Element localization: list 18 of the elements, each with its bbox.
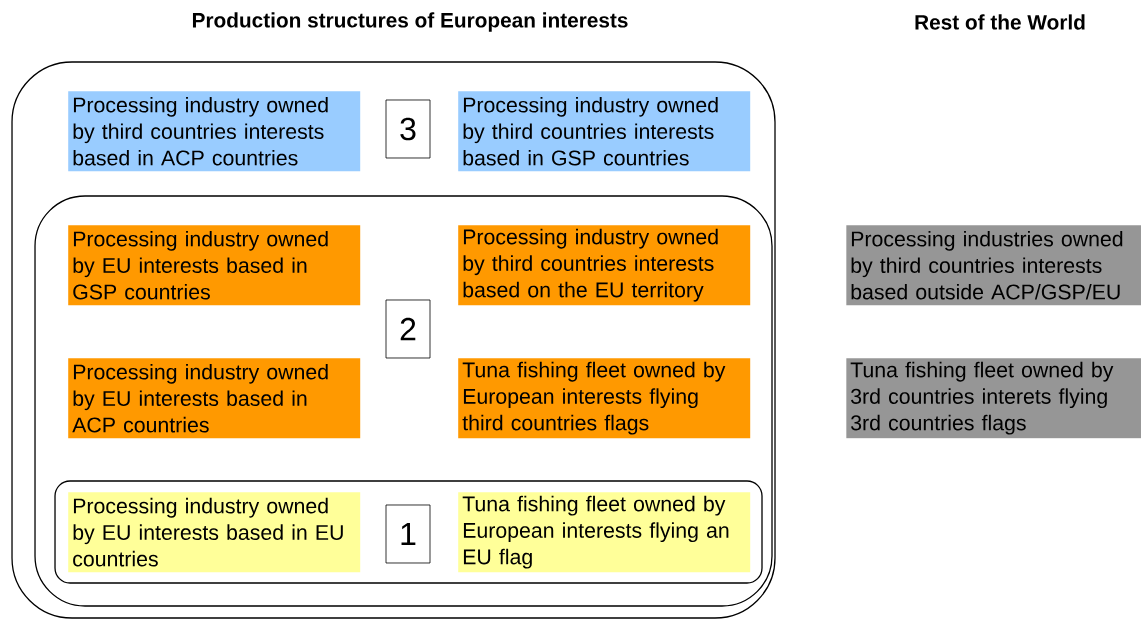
number-box: 2 bbox=[385, 299, 431, 359]
text-box: Processing industry owned by third countries interests based in ACP countries bbox=[68, 91, 361, 172]
text-box: Tuna fishing fleet owned by European interests flying an EU flag bbox=[458, 492, 751, 573]
column-heading: Rest of the World bbox=[915, 14, 1085, 30]
text-box: Tuna fishing fleet owned by 3rd countries interets flying 3rd countries flags bbox=[846, 358, 1141, 439]
text-box: Processing industry owned by EU interests based in ACP countries bbox=[68, 358, 361, 439]
group-frame bbox=[11, 61, 776, 619]
text-box: Processing industry owned by EU interests based in EU countries bbox=[68, 492, 361, 573]
group-frame bbox=[34, 195, 773, 607]
column-heading: Production structures of European interests bbox=[192, 12, 628, 32]
number-box: 3 bbox=[385, 99, 431, 159]
text-box: Processing industry owned by EU interests based in GSP countries bbox=[68, 225, 361, 306]
number-box: 1 bbox=[385, 504, 431, 564]
text-box: Processing industry owned by third countries interests based on the EU territory bbox=[458, 225, 751, 306]
text-box: Processing industries owned by third countries interests based outside ACP/GSP/EU bbox=[846, 225, 1141, 306]
text-box: Processing industry owned by third countries interests based in GSP countries bbox=[458, 91, 751, 172]
group-frame bbox=[54, 480, 763, 584]
text-box: Tuna fishing fleet owned by European interests flying third countries flags bbox=[458, 358, 751, 439]
